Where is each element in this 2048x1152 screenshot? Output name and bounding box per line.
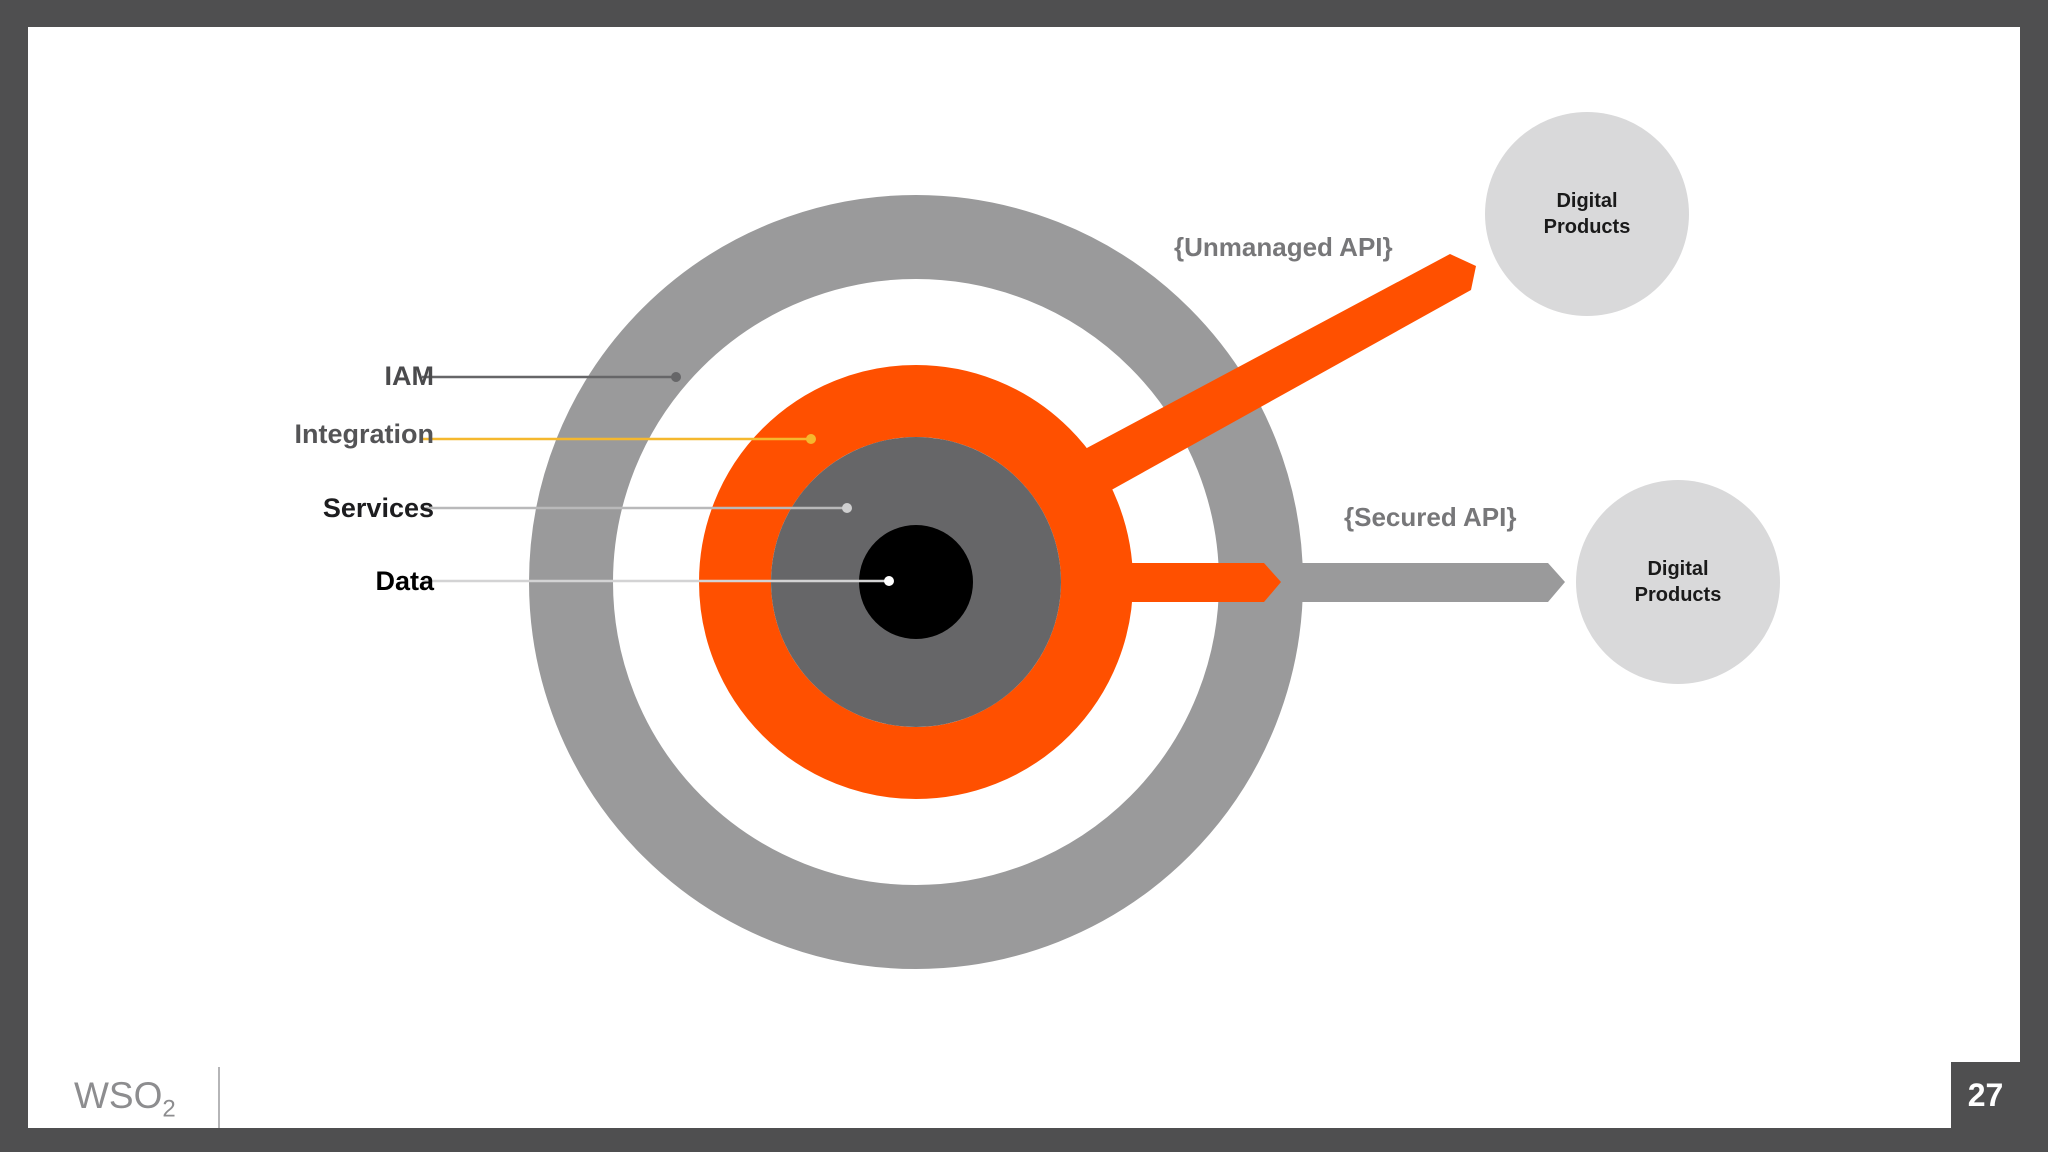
page-number-box: 27 [1951, 1062, 2020, 1128]
target-diagram [422, 195, 1565, 969]
iam-leader-dot [671, 372, 681, 382]
footer-divider [218, 1067, 220, 1128]
services-label: Services [322, 493, 434, 523]
integration-leader-dot [806, 434, 816, 444]
unmanaged-api-arrow [1070, 254, 1476, 493]
wso2-logo: WSO2 [74, 1076, 176, 1128]
iam-label: IAM [384, 361, 435, 391]
digital-products-top-label: Digital Products [1543, 190, 1631, 238]
secured-api-arrow [1265, 563, 1565, 602]
digital-products-bottom-label: Digital Products [1634, 558, 1722, 606]
secured-api-label: {Secured API} [1344, 502, 1517, 532]
services-leader-dot [842, 503, 852, 513]
data-leader-dot [884, 576, 894, 586]
logo-text: WSO [74, 1075, 163, 1116]
data-core [859, 525, 973, 639]
logo-subscript: 2 [162, 1095, 176, 1123]
secured-api-stub [1098, 563, 1281, 602]
digital-products-top: Digital Products [1485, 112, 1689, 316]
integration-label: Integration [294, 419, 435, 449]
slide: IAM Integration Services Data {Unmanaged… [28, 27, 2020, 1128]
data-label: Data [375, 566, 434, 596]
unmanaged-api-label: {Unmanaged API} [1174, 232, 1393, 262]
page-number: 27 [1967, 1076, 2004, 1113]
digital-products-bottom: Digital Products [1576, 480, 1780, 684]
